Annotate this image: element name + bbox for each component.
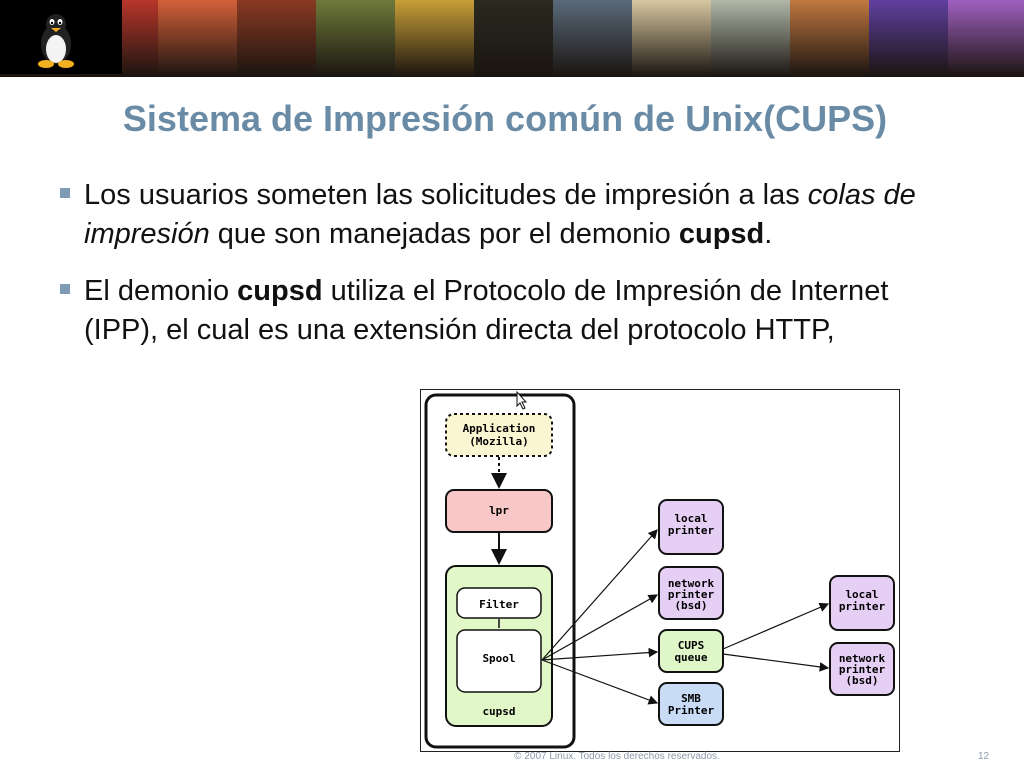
bullet-text-2: El demonio cupsd utiliza el Protocolo de… [84, 275, 888, 346]
banner-photo-tile [237, 0, 316, 77]
bullet-text-italic: colas de impresión [84, 179, 916, 250]
remote-local-printer-label-1: local [845, 588, 878, 601]
spool-label: Spool [482, 652, 515, 665]
spool-box [456, 629, 542, 693]
bullet-text-segment: Los usuarios someten las solicitudes de … [84, 179, 808, 211]
bullet-text-1: Los usuarios someten las solicitudes de … [84, 179, 916, 250]
bullet-marker [60, 188, 70, 198]
bullet-item: Los usuarios someten las solicitudes de … [60, 176, 940, 254]
spool-to-cups-queue-arrow [541, 647, 659, 661]
remote-network-printer-label-2: printer [839, 663, 886, 676]
bullet-text-segment: . [764, 218, 773, 250]
banner-photo-tile [316, 0, 395, 77]
local-printer-label-2: printer [668, 524, 715, 537]
network-printer-label-3: (bsd) [674, 599, 707, 612]
banner-photo-tile [395, 0, 474, 77]
queue-to-remote-network-arrow [722, 653, 830, 672]
local-printer-box [658, 499, 724, 555]
remote-local-printer-box [829, 575, 895, 631]
banner-photo-tile [158, 0, 237, 77]
spool-to-network-arrow [541, 594, 659, 661]
bullet-text-segment: utiliza el Protocolo de Impresión de Int… [84, 275, 889, 346]
logo [0, 0, 122, 74]
smb-printer-label-2: Printer [668, 704, 715, 717]
lpr-label: lpr [489, 504, 509, 517]
remote-network-printer-label-3: (bsd) [845, 674, 878, 687]
header-banner [0, 0, 1024, 77]
bullet-text-segment: que son manejadas por el demonio [209, 218, 679, 250]
queue-to-remote-local-arrow [722, 602, 830, 650]
cups-flow-diagram: Application (Mozilla) lpr Filter Spool c… [424, 390, 895, 749]
page-number: 12 [978, 751, 990, 762]
bullet-list: Los usuarios someten las solicitudes de … [60, 176, 940, 364]
bullet-text-bold: cupsd [678, 218, 765, 250]
smb-printer-box [658, 682, 724, 726]
local-printer-label-1: local [674, 512, 707, 525]
slide-title: Sistema de Impresión común de Unix(CUPS) [122, 98, 888, 139]
cups-queue-box [658, 629, 724, 673]
lpr-box [445, 489, 553, 533]
banner-photo-tile [869, 0, 948, 77]
spool-to-smb-arrow [541, 659, 659, 705]
banner-photo-tile [711, 0, 790, 77]
banner-photo-tile [790, 0, 869, 77]
tux-penguin-icon [38, 14, 74, 68]
footer-copyright: © 2007 Linux. Todos los derechos reserva… [514, 751, 720, 762]
bullet-text-segment: El demonio [84, 275, 238, 307]
filter-box [456, 587, 542, 619]
banner-photo-tile [474, 0, 553, 77]
cups-diagram: Application (Mozilla) lpr Filter Spool c… [420, 389, 900, 752]
banner-photo-tile [553, 0, 632, 77]
network-printer-label-1: network [668, 577, 715, 590]
application-box [445, 413, 553, 457]
spool-to-local-arrow [541, 529, 658, 661]
remote-network-printer-box [829, 642, 895, 696]
bullet-marker [60, 284, 70, 294]
application-label-2: (Mozilla) [469, 435, 529, 448]
cups-queue-label-1: CUPS [678, 639, 705, 652]
network-printer-box [658, 566, 724, 620]
bullet-item: El demonio cupsd utiliza el Protocolo de… [60, 272, 940, 350]
banner-photo-tile [948, 0, 1024, 77]
application-label-1: Application [463, 422, 536, 435]
network-printer-label-2: printer [668, 588, 715, 601]
remote-network-printer-label-1: network [839, 652, 886, 665]
smb-printer-label-1: SMB [681, 692, 701, 705]
banner-photo-tile [632, 0, 711, 77]
cups-queue-label-2: queue [674, 651, 707, 664]
filter-label: Filter [479, 598, 519, 611]
cursor-icon [516, 390, 528, 410]
cupsd-label: cupsd [482, 705, 515, 718]
remote-local-printer-label-2: printer [839, 600, 886, 613]
bullet-text-bold: cupsd [237, 275, 323, 307]
